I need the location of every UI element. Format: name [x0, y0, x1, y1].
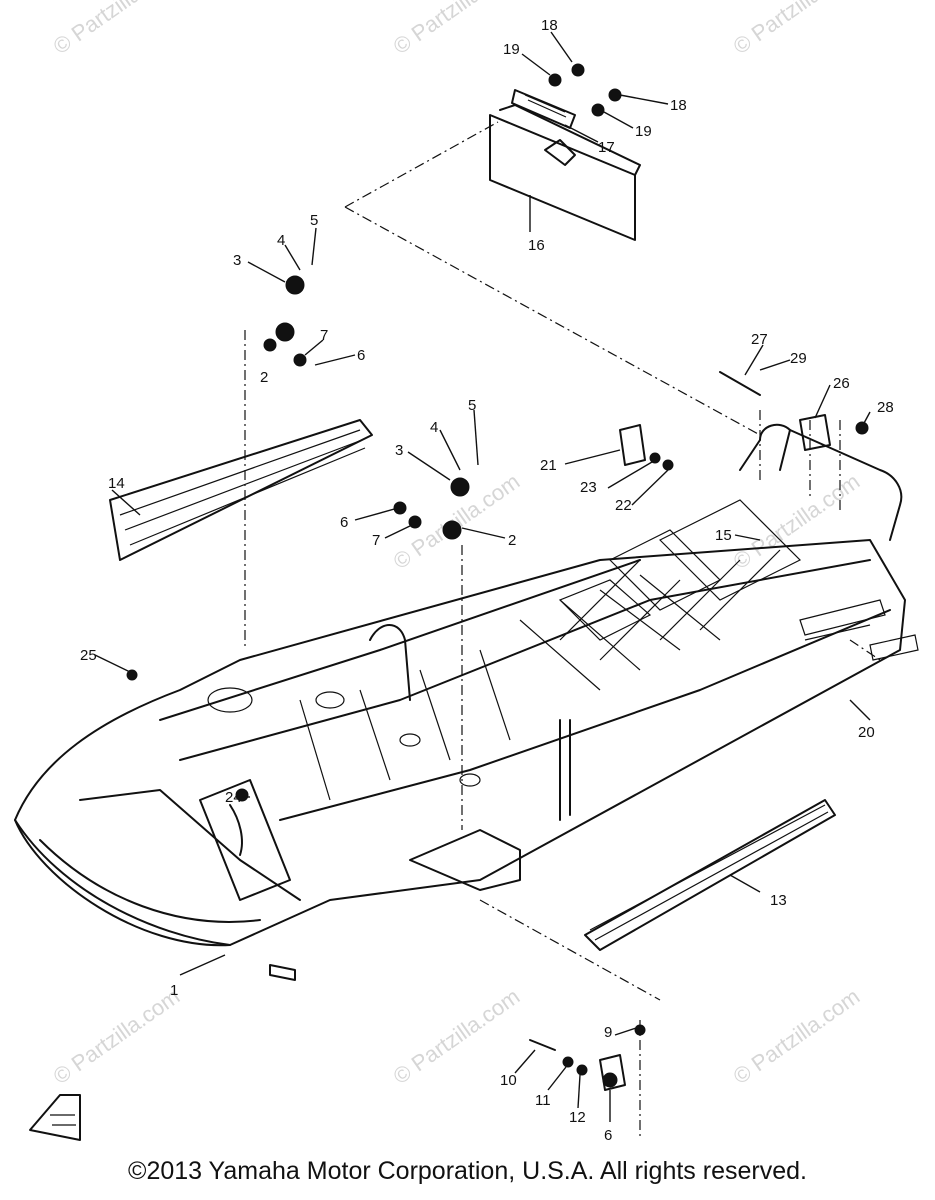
callout-2: 2 — [508, 532, 516, 549]
callout-9: 9 — [604, 1024, 612, 1041]
callout-13: 13 — [770, 892, 787, 909]
callout-10: 10 — [500, 1072, 517, 1089]
callout-7: 7 — [320, 327, 328, 344]
callout-22: 22 — [615, 497, 632, 514]
callout-4: 4 — [277, 232, 285, 249]
watermark-text: © Partzilla.com — [729, 469, 865, 575]
callout-7: 7 — [372, 532, 380, 549]
callout-16: 16 — [528, 237, 545, 254]
copyright-notice: ©2013 Yamaha Motor Corporation, U.S.A. A… — [128, 1157, 807, 1185]
callout-3: 3 — [395, 442, 403, 459]
callout-19: 19 — [503, 41, 520, 58]
callout-labels: 1 2 2 3 3 4 4 5 5 6 6 6 7 7 9 10 11 12 1… — [80, 17, 894, 1144]
callout-19: 19 — [635, 123, 652, 140]
callout-27: 27 — [751, 331, 768, 348]
assembly-guide-lines — [244, 121, 881, 1140]
callout-6: 6 — [357, 347, 365, 364]
callout-26: 26 — [833, 375, 850, 392]
callout-3: 3 — [233, 252, 241, 269]
callout-6: 6 — [604, 1127, 612, 1144]
running-board-part-14 — [109, 419, 373, 561]
callout-6: 6 — [340, 514, 348, 531]
watermark-text: © Partzilla.com — [49, 0, 185, 59]
callout-5: 5 — [468, 397, 476, 414]
callout-leaders — [94, 31, 871, 1122]
callout-18: 18 — [541, 17, 558, 34]
callout-12: 12 — [569, 1109, 586, 1126]
callout-18: 18 — [670, 97, 687, 114]
callout-29: 29 — [790, 350, 807, 367]
callout-21: 21 — [540, 457, 557, 474]
callout-14: 14 — [108, 475, 125, 492]
running-board-part-13 — [584, 799, 836, 951]
watermark-text: © Partzilla.com — [729, 984, 865, 1090]
watermark-text: © Partzilla.com — [49, 984, 185, 1090]
watermarks: © Partzilla.com © Partzilla.com © Partzi… — [49, 0, 865, 1089]
callout-11: 11 — [535, 1092, 551, 1109]
callout-24: 24 — [225, 789, 242, 806]
callout-4: 4 — [430, 419, 438, 436]
chassis-body — [14, 423, 906, 981]
watermark-text: © Partzilla.com — [729, 0, 865, 59]
callout-17: 17 — [598, 139, 615, 156]
callout-25: 25 — [80, 647, 97, 664]
callout-28: 28 — [877, 399, 894, 416]
small-hardware — [126, 63, 919, 1091]
front-arrow-emblem — [29, 1094, 81, 1141]
callout-1: 1 — [170, 982, 178, 999]
plate-part-16 — [489, 104, 641, 241]
callout-5: 5 — [310, 212, 318, 229]
callout-23: 23 — [580, 479, 597, 496]
callout-2: 2 — [260, 369, 268, 386]
callout-20: 20 — [858, 724, 875, 741]
callout-15: 15 — [715, 527, 732, 544]
